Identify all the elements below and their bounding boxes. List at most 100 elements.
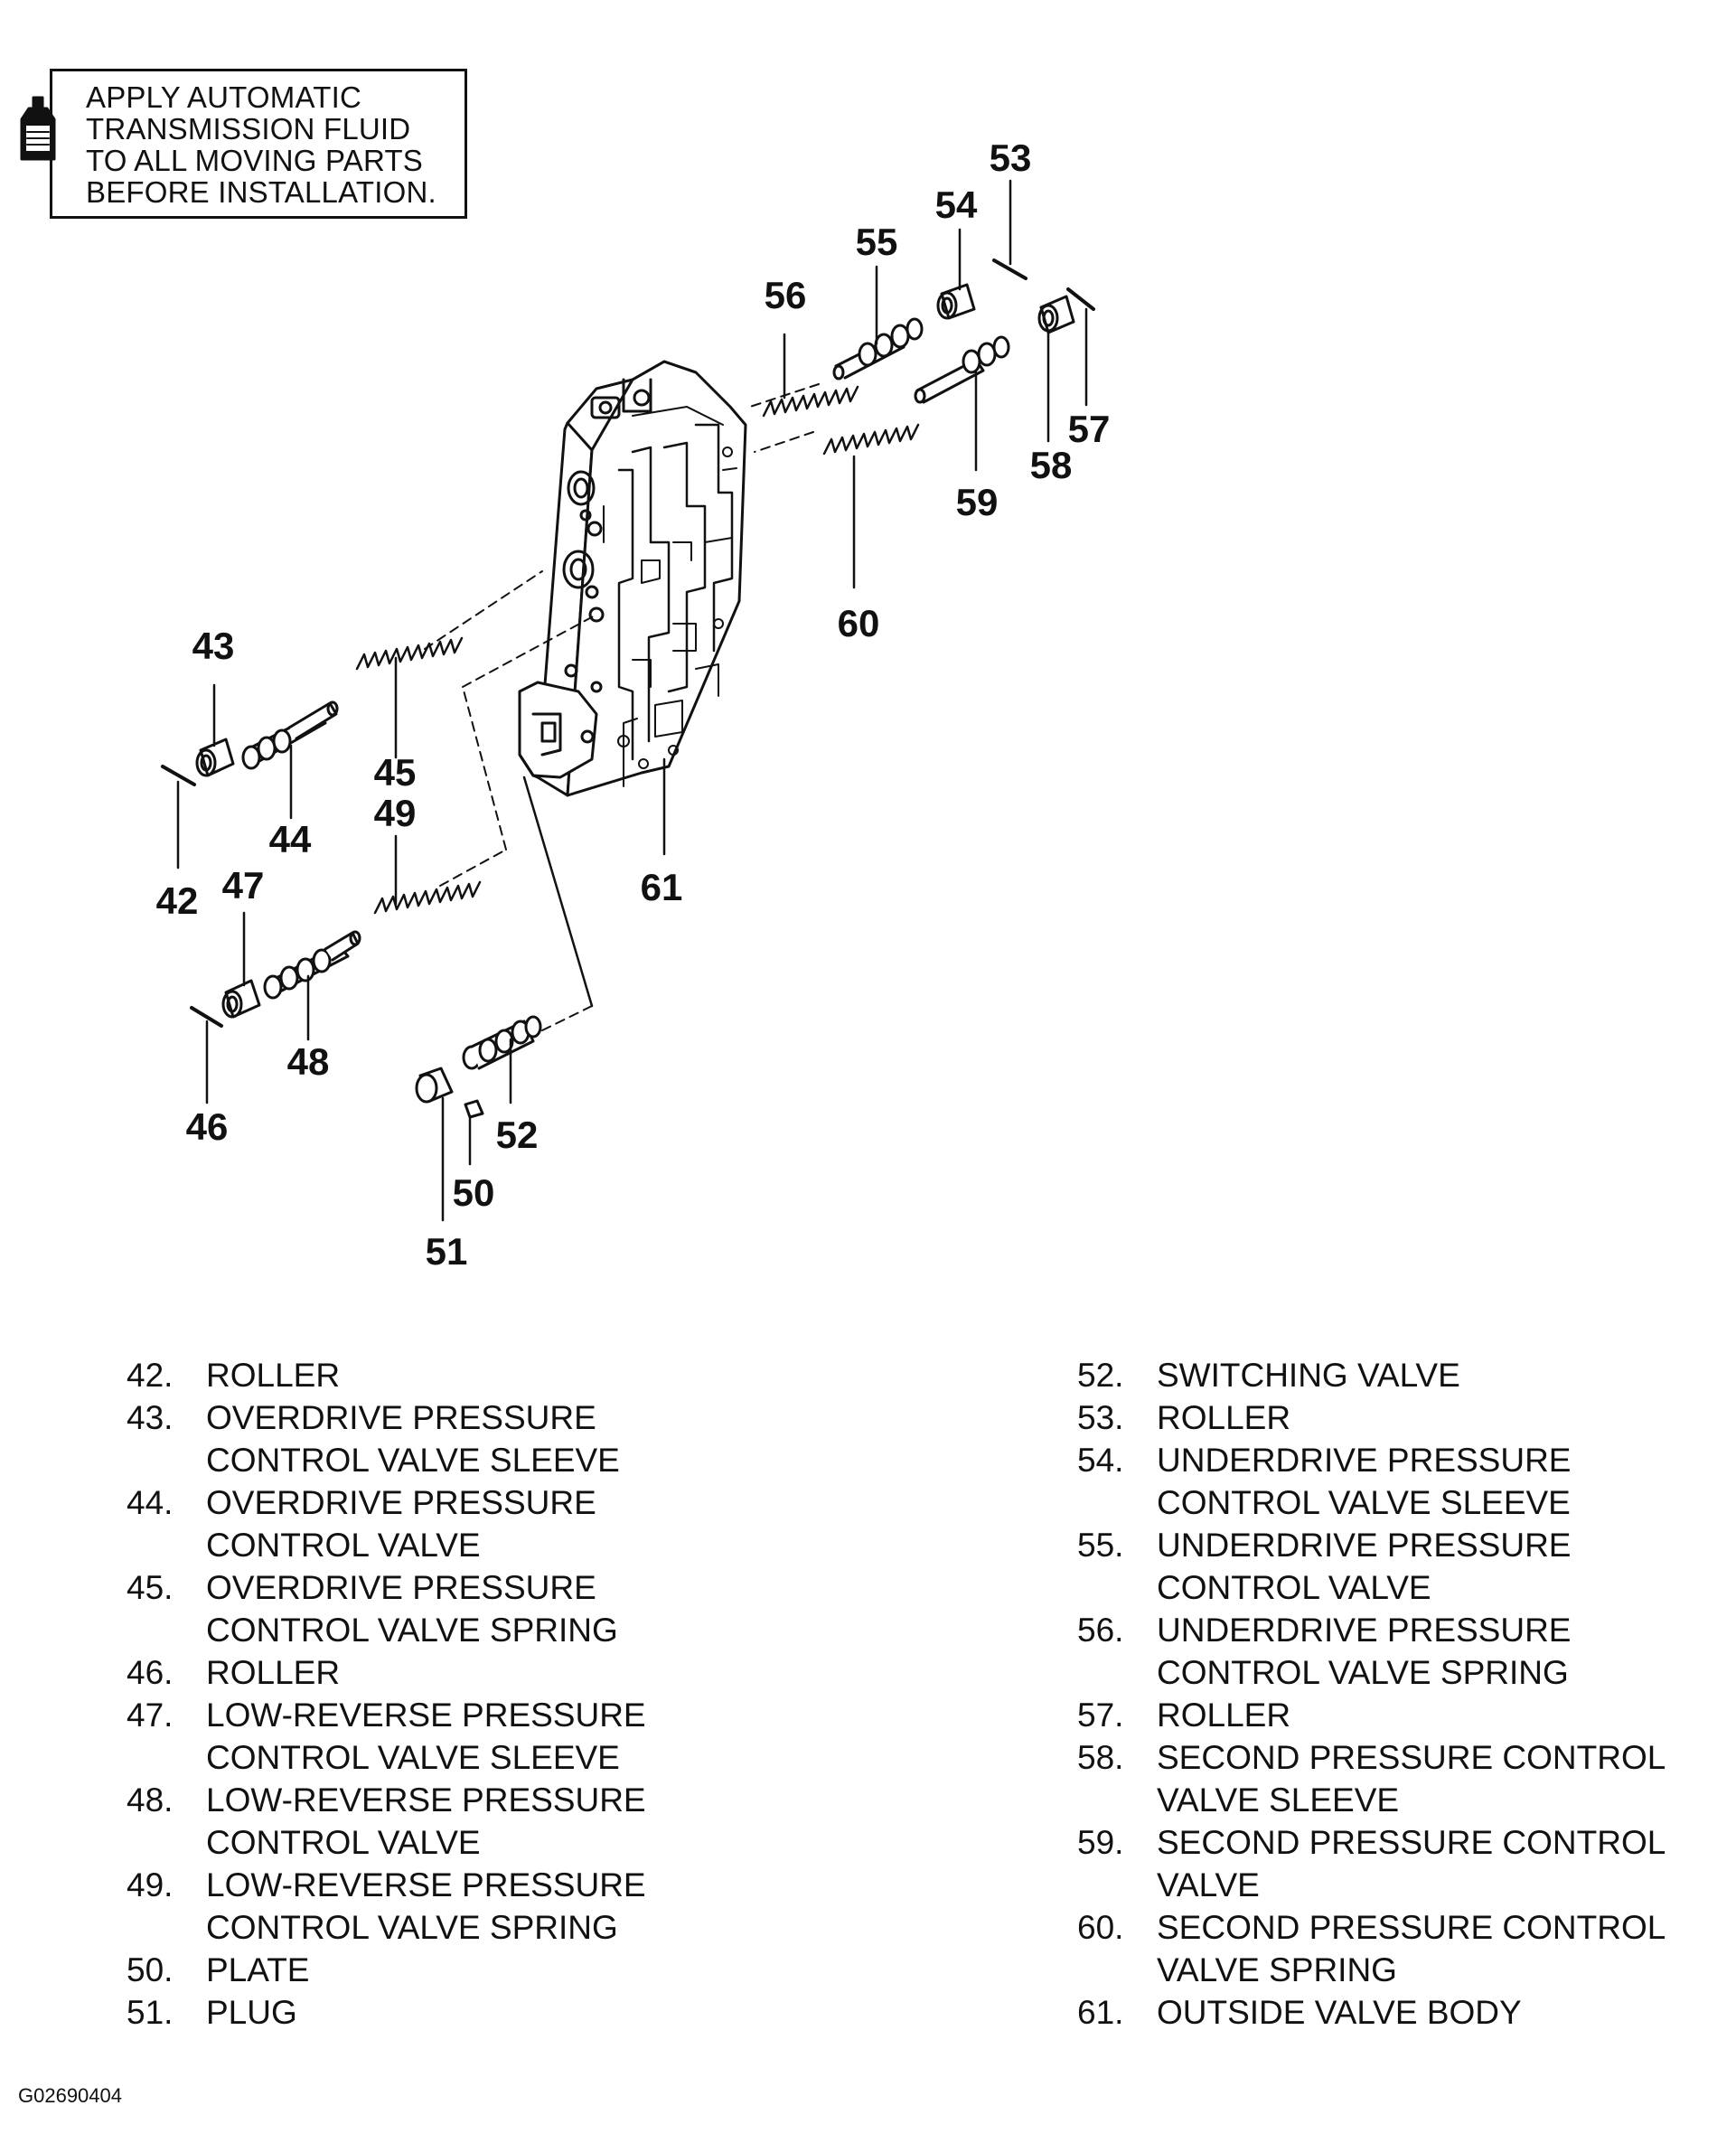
legend-description: LOW-REVERSE PRESSURE CONTROL VALVE SLEEV… — [206, 1697, 646, 1776]
legend-item-54: 54. UNDERDRIVE PRESSURE CONTROL VALVE SLE… — [1077, 1439, 1728, 1524]
legend-number: 60. — [1077, 1909, 1124, 1946]
legend-description: PLUG — [206, 1994, 297, 2031]
legend-number: 55. — [1077, 1527, 1124, 1564]
callout-51: 51 — [425, 1230, 468, 1273]
legend-item-45: 45. OVERDRIVE PRESSURE CONTROL VALVE SPRI… — [127, 1566, 759, 1651]
switching-valve-52 — [462, 1015, 542, 1070]
roller-53 — [992, 258, 1028, 280]
valve-48 — [263, 930, 361, 1000]
legend-number: 58. — [1077, 1739, 1124, 1776]
legend-item-61: 61. OUTSIDE VALVE BODY — [1077, 1991, 1728, 2034]
legend-description: ROLLER — [1157, 1399, 1291, 1436]
legend-description: ROLLER — [206, 1654, 341, 1691]
legend-item-53: 53.ROLLER — [1077, 1396, 1728, 1439]
note-text: APPLY AUTOMATIC TRANSMISSION FLUID TO AL… — [86, 80, 436, 209]
callout-55: 55 — [855, 221, 898, 263]
callout-47: 47 — [221, 864, 265, 907]
callout-44: 44 — [268, 818, 312, 860]
sleeve-43 — [195, 738, 235, 777]
legend-number: 49. — [127, 1866, 174, 1903]
sleeve-54 — [936, 283, 976, 320]
legend-number: 45. — [127, 1569, 174, 1606]
callout-46: 46 — [185, 1105, 229, 1148]
legend-number: 46. — [127, 1654, 174, 1691]
callout-45: 45 — [373, 751, 417, 794]
legend-item-50: 50. PLATE — [127, 1949, 759, 1991]
spring-45 — [355, 636, 464, 671]
legend-description: UNDERDRIVE PRESSURE CONTROL VALVE SLEEVE — [1157, 1442, 1572, 1521]
legend-item-47: 47. LOW-REVERSE PRESSURE CONTROL VALVE SL… — [127, 1694, 759, 1779]
legend-description: ROLLER — [206, 1357, 341, 1394]
legend-item-49: 49.LOW-REVERSE PRESSURE CONTROL VALVE SP… — [127, 1864, 759, 1949]
legend-description: LOW-REVERSE PRESSURE CONTROL VALVE — [206, 1781, 646, 1861]
legend-number: 54. — [1077, 1442, 1124, 1479]
legend-item-59: 59. SECOND PRESSURE CONTROL VALVE — [1077, 1821, 1728, 1906]
legend-item-60: 60. SECOND PRESSURE CONTROL VALVE SPRING — [1077, 1906, 1728, 1991]
legend-number: 47. — [127, 1697, 174, 1734]
legend-description: SECOND PRESSURE CONTROL VALVE SLEEVE — [1157, 1739, 1666, 1819]
sleeve-47 — [221, 979, 261, 1019]
callout-53: 53 — [989, 136, 1032, 179]
callout-49: 49 — [373, 792, 417, 834]
fluid-bottle-icon — [20, 96, 56, 161]
callout-58: 58 — [1029, 444, 1073, 486]
legend-number: 50. — [127, 1951, 174, 1988]
legend-description: OUTSIDE VALVE BODY — [1157, 1994, 1522, 2031]
roller-57 — [1066, 287, 1095, 311]
legend-number: 61. — [1077, 1994, 1124, 2031]
legend-description: PLATE — [206, 1951, 310, 1988]
legend-number: 59. — [1077, 1824, 1124, 1861]
switching-valve-guide-line — [522, 775, 594, 1008]
alignment-lines — [424, 383, 820, 1031]
leader-lines — [176, 179, 1088, 1222]
roller-46 — [190, 1006, 223, 1028]
legend-description: OVERDRIVE PRESSURE CONTROL VALVE SLEEVE — [206, 1399, 620, 1479]
spring-60 — [822, 423, 920, 456]
legend-item-57: 57. ROLLER — [1077, 1694, 1728, 1736]
legend-right-column: 52. SWITCHING VALVE 53.ROLLER 54. UNDERDRI… — [1077, 1354, 1728, 2034]
legend-number: 43. — [127, 1399, 174, 1436]
legend-description: UNDERDRIVE PRESSURE CONTROL VALVE SPRING — [1157, 1612, 1572, 1691]
legend-description: SECOND PRESSURE CONTROL VALVE — [1157, 1824, 1666, 1903]
valve-59 — [914, 335, 1010, 404]
legend-item-43: 43. OVERDRIVE PRESSURE CONTROL VALVE SLEE… — [127, 1396, 759, 1481]
legend-description: ROLLER — [1157, 1697, 1291, 1734]
callout-54: 54 — [934, 183, 978, 226]
legend-item-44: 44. OVERDRIVE PRESSURE CONTROL VALVE — [127, 1481, 759, 1566]
legend-item-51: 51. PLUG — [127, 1991, 759, 2034]
callout-56: 56 — [764, 274, 807, 316]
callout-57: 57 — [1067, 408, 1111, 450]
legend-description: SWITCHING VALVE — [1157, 1357, 1460, 1394]
legend-item-42: 42. ROLLER — [127, 1354, 759, 1396]
legend-number: 44. — [127, 1484, 174, 1521]
legend-number: 57. — [1077, 1697, 1124, 1734]
figure-id: G02690404 — [18, 2084, 122, 2107]
outside-valve-body — [518, 360, 747, 797]
legend-number: 51. — [127, 1994, 174, 2031]
legend-number: 52. — [1077, 1357, 1124, 1394]
legend-item-52: 52. SWITCHING VALVE — [1077, 1354, 1728, 1396]
legend-description: OVERDRIVE PRESSURE CONTROL VALVE — [206, 1484, 596, 1564]
plate-50 — [464, 1099, 484, 1119]
legend-number: 56. — [1077, 1612, 1124, 1649]
valve-55 — [832, 317, 924, 381]
exploded-view-diagram — [20, 96, 1095, 1222]
spring-56 — [762, 385, 859, 418]
legend-number: 42. — [127, 1357, 174, 1394]
roller-42 — [161, 765, 196, 786]
callout-61: 61 — [640, 866, 683, 908]
legend-item-46: 46. ROLLER — [127, 1651, 759, 1694]
legend-description: OVERDRIVE PRESSURE CONTROL VALVE SPRING — [206, 1569, 618, 1649]
valve-44 — [241, 700, 339, 770]
plug-51 — [415, 1067, 454, 1104]
sleeve-58 — [1037, 295, 1075, 334]
legend-description: UNDERDRIVE PRESSURE CONTROL VALVE — [1157, 1527, 1572, 1606]
callout-59: 59 — [955, 481, 999, 523]
callout-50: 50 — [452, 1171, 495, 1214]
callout-60: 60 — [837, 602, 880, 644]
legend-description: SECOND PRESSURE CONTROL VALVE SPRING — [1157, 1909, 1666, 1988]
callout-43: 43 — [192, 625, 235, 667]
legend-item-55: 55. UNDERDRIVE PRESSURE CONTROL VALVE — [1077, 1524, 1728, 1609]
legend-item-58: 58. SECOND PRESSURE CONTROL VALVE SLEEVE — [1077, 1736, 1728, 1821]
callout-42: 42 — [155, 879, 199, 922]
